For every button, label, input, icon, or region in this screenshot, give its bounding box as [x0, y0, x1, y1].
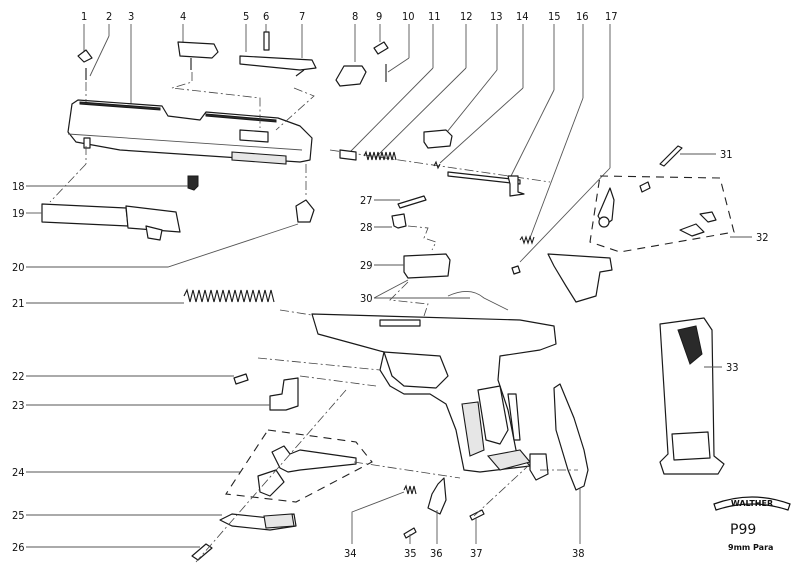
label-36: 36 — [430, 547, 443, 560]
label-6: 6 — [263, 10, 269, 23]
part-11 — [339, 149, 357, 161]
part-middle — [389, 195, 509, 317]
right-labels: 31 32 33 — [680, 148, 769, 374]
part-21-recoil-spring — [183, 288, 275, 303]
label-12: 12 — [460, 10, 473, 23]
part-28 — [391, 213, 407, 229]
label-26: 26 — [12, 541, 25, 554]
label-21: 21 — [12, 297, 25, 310]
label-27: 27 — [360, 194, 373, 207]
bottom-labels: 34 35 36 37 38 — [344, 488, 585, 560]
label-24: 24 — [12, 466, 25, 479]
brand-name: WALTHER — [731, 499, 773, 508]
label-1: 1 — [81, 10, 87, 23]
label-20: 20 — [12, 261, 25, 274]
part-17 — [547, 253, 613, 303]
label-32: 32 — [756, 231, 769, 244]
label-19: 19 — [12, 207, 25, 220]
label-17: 17 — [605, 10, 618, 23]
label-2: 2 — [106, 10, 112, 23]
part-9 — [373, 41, 389, 55]
left-labels: 18 19 20 21 22 23 24 25 26 — [12, 180, 299, 554]
part-12 — [363, 150, 397, 161]
label-5: 5 — [243, 10, 249, 23]
label-16: 16 — [576, 10, 589, 23]
middle-labels: 27 28 29 30 — [360, 194, 470, 305]
label-35: 35 — [404, 547, 417, 560]
label-34: 34 — [344, 547, 357, 560]
label-15: 15 — [548, 10, 561, 23]
label-14: 14 — [516, 10, 529, 23]
walther-logo: WALTHER — [713, 496, 791, 511]
label-13: 13 — [490, 10, 503, 23]
part-33-magazine — [659, 317, 725, 475]
part-frame — [311, 313, 557, 481]
part-6 — [263, 31, 270, 51]
part-38-backstrap — [540, 383, 589, 491]
part-30-wire — [447, 291, 509, 311]
part-19-barrel — [41, 203, 129, 227]
part-8 — [335, 65, 367, 87]
label-22: 22 — [12, 370, 25, 383]
part-29 — [403, 253, 451, 279]
part-left — [41, 146, 319, 317]
label-38: 38 — [572, 547, 585, 560]
part-37 — [469, 509, 485, 521]
label-31: 31 — [720, 148, 733, 161]
part-36 — [427, 477, 447, 515]
label-10: 10 — [402, 10, 415, 23]
part-22 — [233, 373, 249, 385]
label-28: 28 — [360, 221, 373, 234]
top-labels: 1 2 3 4 5 6 7 8 9 10 11 12 13 14 15 16 1… — [81, 10, 618, 23]
label-4: 4 — [180, 10, 186, 23]
label-7: 7 — [299, 10, 305, 23]
part-recoil-row — [329, 129, 551, 197]
part-18 — [187, 175, 199, 191]
top-leaders — [83, 24, 611, 263]
part-26 — [191, 543, 213, 561]
part-top-small — [77, 31, 389, 131]
part-23 — [269, 377, 299, 411]
part-34 — [403, 484, 417, 495]
label-8: 8 — [352, 10, 358, 23]
label-37: 37 — [470, 547, 483, 560]
part-5 — [239, 55, 317, 71]
part-4 — [177, 41, 219, 59]
label-23: 23 — [12, 399, 25, 412]
label-30: 30 — [360, 292, 373, 305]
caliber-text: 9mm Para — [728, 543, 774, 552]
label-9: 9 — [376, 10, 382, 23]
part-16 — [519, 235, 535, 245]
label-29: 29 — [360, 259, 373, 272]
part-14 — [433, 160, 441, 170]
group-24-outline — [225, 429, 373, 503]
label-11: 11 — [428, 10, 441, 23]
group-32-outline — [589, 175, 735, 253]
part-31 — [659, 145, 683, 167]
part-27 — [397, 195, 427, 209]
part-20 — [295, 199, 315, 223]
label-33: 33 — [726, 361, 739, 374]
label-18: 18 — [12, 180, 25, 193]
label-3: 3 — [128, 10, 134, 23]
model-name: P99 — [730, 522, 757, 538]
part-slide — [67, 99, 313, 165]
part-15-rod — [447, 171, 521, 185]
part-trigger-group — [191, 357, 529, 563]
part-24 — [271, 445, 357, 473]
part-13 — [423, 129, 453, 149]
part-rear-mechanism — [511, 145, 735, 303]
part-35 — [403, 527, 417, 539]
part-7 — [295, 69, 305, 77]
label-25: 25 — [12, 509, 25, 522]
part-1 — [77, 49, 93, 63]
